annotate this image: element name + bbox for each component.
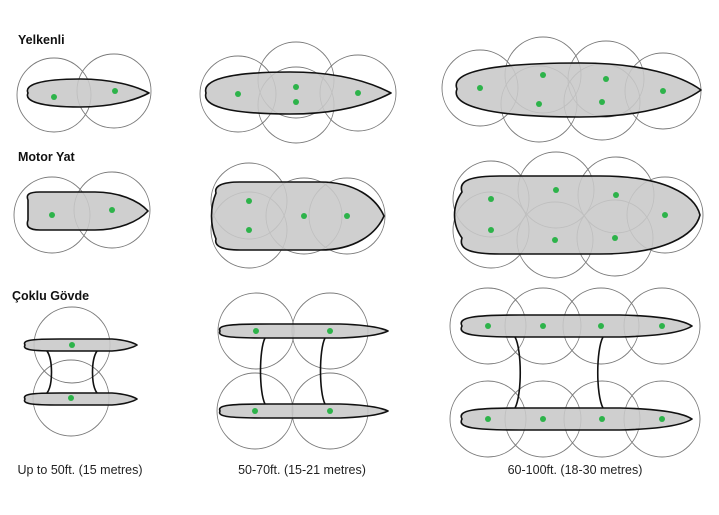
catamaran-small [23, 338, 138, 406]
anchor-dot [660, 88, 666, 94]
anchor-dot [553, 187, 559, 193]
anchor-dot [246, 198, 252, 204]
anchor-dot [598, 323, 604, 329]
anchor-dot [612, 235, 618, 241]
anchor-dot [488, 227, 494, 233]
anchor-dot [659, 416, 665, 422]
anchor-dot [253, 328, 259, 334]
anchor-dot [301, 213, 307, 219]
anchor-dot [49, 212, 55, 218]
anchor-dot [552, 237, 558, 243]
anchor-dot [659, 323, 665, 329]
anchor-dot [327, 408, 333, 414]
sailboat-hull-large [455, 62, 702, 118]
column-label-large: 60-100ft. (18-30 metres) [507, 463, 643, 477]
anchor-dot [540, 72, 546, 78]
anchor-dot [485, 416, 491, 422]
row-label-sailboat: Yelkenli [18, 33, 65, 47]
anchor-dot [252, 408, 258, 414]
anchor-dot [246, 227, 252, 233]
sailboat-hull-medium [204, 71, 392, 115]
column-label-small: Up to 50ft. (15 metres) [17, 463, 143, 477]
anchor-dot [540, 323, 546, 329]
anchor-points [49, 72, 668, 422]
anchor-dot [599, 416, 605, 422]
anchor-dot [477, 85, 483, 91]
column-label-medium: 50-70ft. (15-21 metres) [238, 463, 366, 477]
anchor-dot [613, 192, 619, 198]
anchor-dot [599, 99, 605, 105]
anchor-dot [327, 328, 333, 334]
anchor-dot [69, 342, 75, 348]
hulls [23, 62, 702, 431]
anchor-dot [293, 84, 299, 90]
motor-yacht-hull-small [26, 191, 149, 231]
anchor-dot [109, 207, 115, 213]
anchor-dot [235, 91, 241, 97]
anchor-dot [540, 416, 546, 422]
anchor-dot [51, 94, 57, 100]
anchor-dot [603, 76, 609, 82]
anchor-dot [344, 213, 350, 219]
row-label-motor-yacht: Motor Yat [18, 150, 75, 164]
anchor-dot [536, 101, 542, 107]
anchor-dot [293, 99, 299, 105]
anchor-dot [355, 90, 361, 96]
anchor-dot [662, 212, 668, 218]
anchor-dot [112, 88, 118, 94]
anchor-dot [488, 196, 494, 202]
anchor-dot [68, 395, 74, 401]
motor-yacht-hull-medium [210, 181, 385, 251]
anchor-dot [485, 323, 491, 329]
sailboat-hull-small [26, 78, 150, 108]
row-label-multihull: Çoklu Gövde [12, 289, 90, 303]
catamaran-large [460, 314, 693, 431]
catamaran-medium [218, 323, 389, 419]
motor-yacht-hull-large [453, 175, 701, 255]
